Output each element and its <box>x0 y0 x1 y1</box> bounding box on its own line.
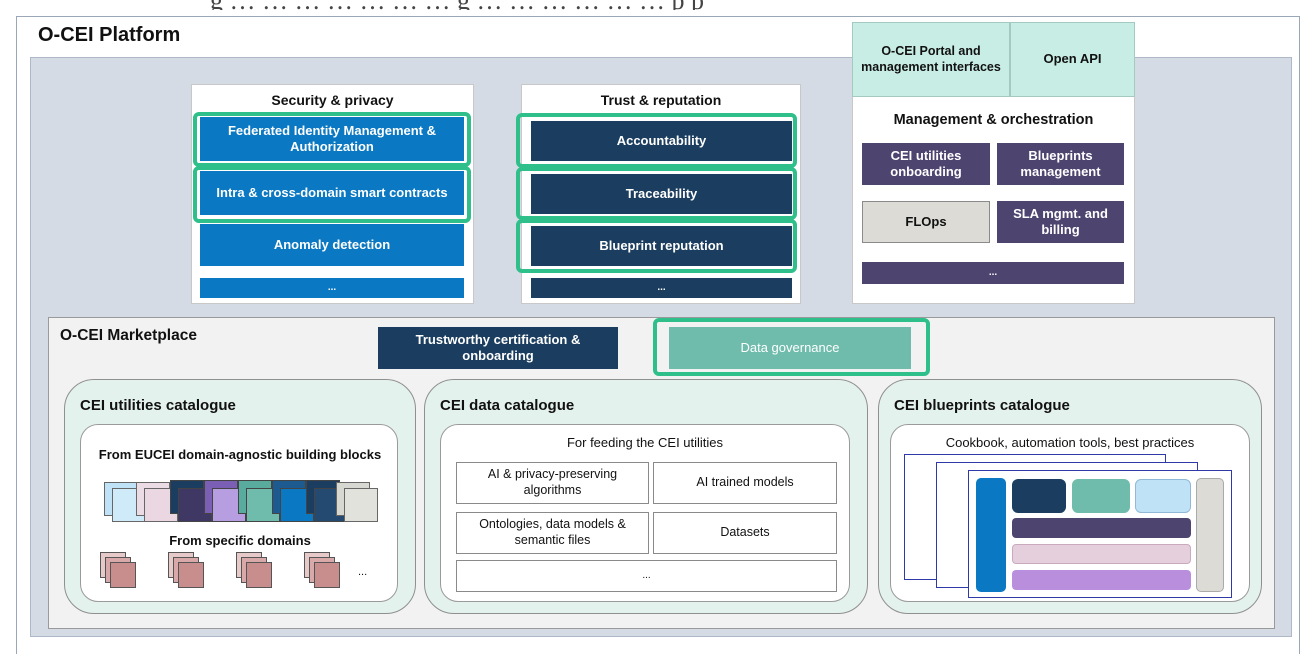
domain-block <box>246 562 272 588</box>
data-cell-more: ... <box>456 560 837 592</box>
data-cell-ai-models: AI trained models <box>653 462 837 504</box>
trust-item-accountability: Accountability <box>531 121 792 161</box>
trust-item-more: ... <box>531 278 792 298</box>
security-title: Security & privacy <box>271 92 394 109</box>
management-item-blueprints: Blueprints management <box>997 143 1124 185</box>
domain-block <box>110 562 136 588</box>
open-api-box: Open API <box>1010 22 1135 97</box>
blueprint-tile-lightblue <box>1135 479 1191 513</box>
blueprints-subtitle: Cookbook, automation tools, best practic… <box>945 434 1195 450</box>
marketplace-title: O-CEI Marketplace <box>60 327 197 344</box>
domain-ellipsis: ... <box>358 566 368 578</box>
trust-title: Trust & reputation <box>600 92 722 109</box>
data-cell-datasets: Datasets <box>653 512 837 554</box>
utilities-specific-label: From specific domains <box>169 532 311 548</box>
trust-item-reputation: Blueprint reputation <box>531 226 792 266</box>
block <box>344 488 378 522</box>
domain-block <box>178 562 204 588</box>
blueprint-tile-navy <box>1012 479 1066 513</box>
blueprints-catalogue-title: CEI blueprints catalogue <box>894 397 1070 414</box>
security-item-more: ... <box>200 278 464 298</box>
management-item-more: ... <box>862 262 1124 284</box>
security-item-anomaly: Anomaly detection <box>200 224 464 266</box>
blueprint-bar-pink <box>1012 544 1191 564</box>
domain-blocks: ... <box>100 552 390 592</box>
blueprint-sidebar-grey <box>1196 478 1224 592</box>
building-blocks-stack <box>100 478 380 526</box>
blueprint-bar-lilac <box>1012 570 1191 590</box>
data-cell-ontologies: Ontologies, data models & semantic files <box>456 512 649 554</box>
data-cell-ai-algorithms: AI & privacy-preserving algorithms <box>456 462 649 504</box>
utilities-agnostic-label: From EUCEI domain-agnostic building bloc… <box>98 446 382 462</box>
security-item-smart-contracts: Intra & cross-domain smart contracts <box>200 171 464 215</box>
platform-title: O-CEI Platform <box>38 24 181 46</box>
management-title: Management & orchestration <box>893 111 1094 128</box>
data-subtitle: For feeding the CEI utilities <box>566 434 724 450</box>
management-item-flops: FLOps <box>862 201 990 243</box>
data-catalogue-title: CEI data catalogue <box>440 397 575 414</box>
management-item-cei-onboarding: CEI utilities onboarding <box>862 143 990 185</box>
domain-block <box>314 562 340 588</box>
utilities-catalogue-title: CEI utilities catalogue <box>80 397 236 414</box>
portal-box: O-CEI Portal and management interfaces <box>852 22 1010 97</box>
management-item-sla: SLA mgmt. and billing <box>997 201 1124 243</box>
blueprint-bar-purple-dark <box>1012 518 1191 538</box>
security-item-fim: Federated Identity Management & Authoriz… <box>200 117 464 161</box>
certification-box: Trustworthy certification & onboarding <box>378 327 618 369</box>
data-governance-box: Data governance <box>669 327 911 369</box>
blueprint-tile-teal <box>1072 479 1130 513</box>
top-cut-text: g … … … … … … … g … … … … … … p p <box>210 0 1290 10</box>
blueprint-sidebar-blue <box>976 478 1006 592</box>
trust-item-traceability: Traceability <box>531 174 792 214</box>
